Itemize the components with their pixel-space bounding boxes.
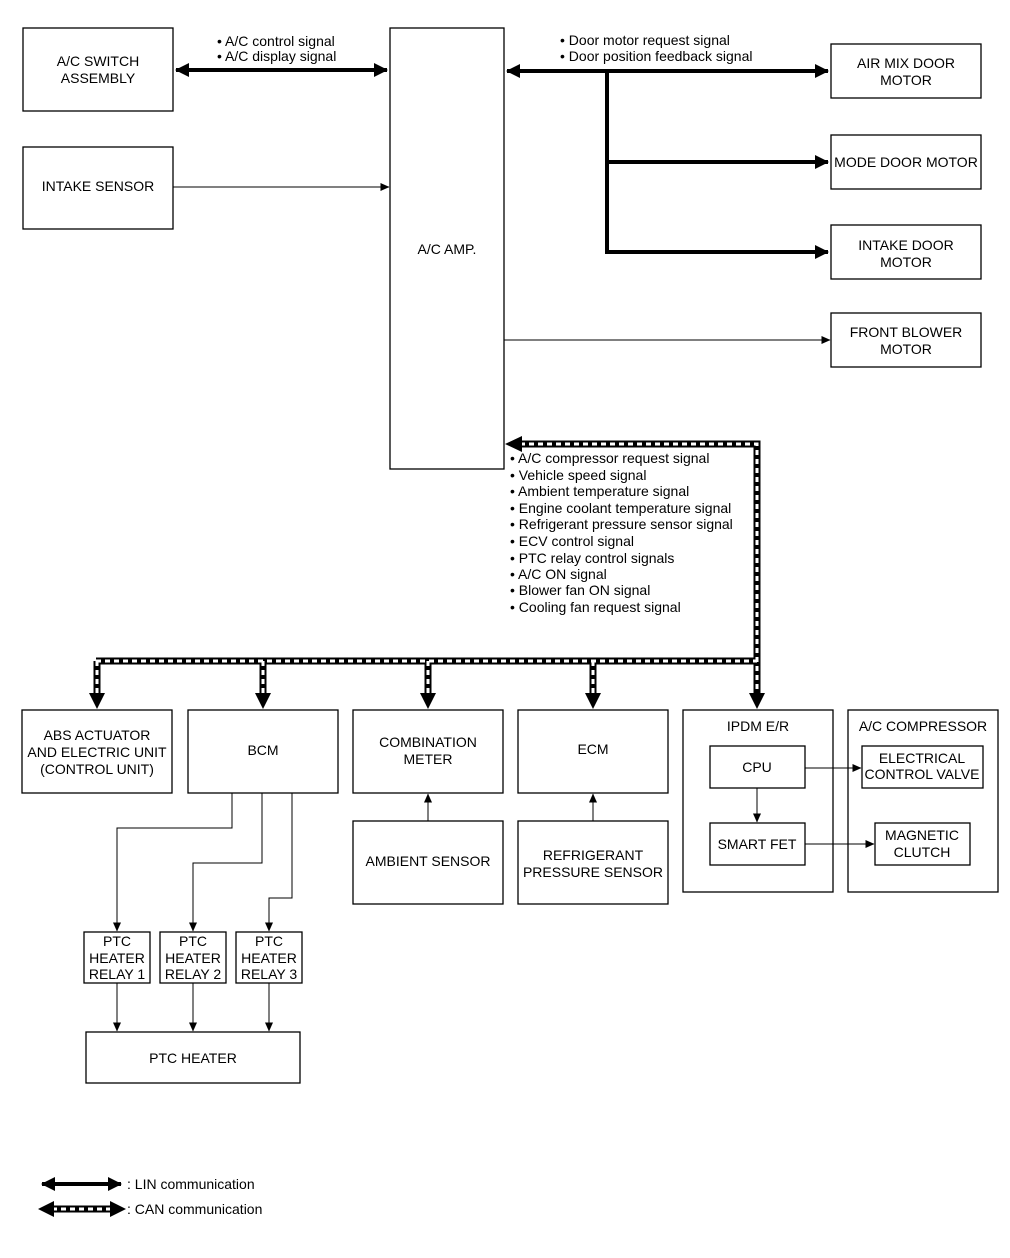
svg-text:A/C AMP.: A/C AMP. bbox=[418, 241, 477, 257]
svg-text:• A/C display signal: • A/C display signal bbox=[217, 48, 336, 64]
line-bcm-relay-3 bbox=[265, 793, 293, 932]
cpu-block: CPU bbox=[709, 745, 806, 789]
line-bcm-relay-1 bbox=[113, 793, 233, 932]
svg-text:• Refrigerant pressure sensor: • Refrigerant pressure sensor signal bbox=[510, 516, 733, 532]
svg-text:• A/C control signal: • A/C control signal bbox=[217, 33, 335, 49]
ecm-block: ECM bbox=[517, 709, 669, 794]
legend-can-symbol bbox=[38, 1201, 126, 1217]
signals-amp-door-motors: • Door motor request signal • Door posit… bbox=[560, 32, 752, 64]
svg-text:SMART FET: SMART FET bbox=[718, 836, 797, 852]
intake-sensor-block: INTAKE SENSOR bbox=[22, 146, 174, 230]
svg-text:• Ambient temperature signal: • Ambient temperature signal bbox=[510, 483, 689, 499]
can-bus bbox=[89, 436, 765, 709]
svg-text:• ECV control signal: • ECV control signal bbox=[510, 533, 634, 549]
svg-text:• Blower fan ON signal: • Blower fan ON signal bbox=[510, 582, 650, 598]
svg-text:• Door motor request signal: • Door motor request signal bbox=[560, 32, 730, 48]
svg-text:• Cooling fan request signal: • Cooling fan request signal bbox=[510, 599, 681, 615]
can-arrow-to-amp bbox=[505, 436, 522, 452]
legend-lin-label: : LIN communication bbox=[127, 1176, 255, 1192]
ac-amp-block: A/C AMP. bbox=[389, 27, 505, 470]
can-arrow-to-ipdm bbox=[749, 693, 765, 709]
svg-text:ECM: ECM bbox=[577, 741, 608, 757]
smart-fet-block: SMART FET bbox=[709, 822, 806, 866]
svg-text:AMBIENT SENSOR: AMBIENT SENSOR bbox=[366, 853, 491, 869]
svg-text:BCM: BCM bbox=[247, 742, 278, 758]
svg-text:IPDM E/R: IPDM E/R bbox=[727, 718, 789, 734]
ambient-sensor-block: AMBIENT SENSOR bbox=[352, 820, 504, 905]
signals-can-list: • A/C compressor request signal • Vehicl… bbox=[510, 450, 733, 615]
legend-can-label: : CAN communication bbox=[127, 1201, 262, 1217]
svg-text:• Vehicle speed signal: • Vehicle speed signal bbox=[510, 467, 646, 483]
svg-text:PTC HEATER: PTC HEATER bbox=[149, 1050, 237, 1066]
line-bcm-relay-2 bbox=[189, 793, 263, 932]
svg-text:A/C COMPRESSOR: A/C COMPRESSOR bbox=[859, 718, 987, 734]
svg-text:• A/C compressor request signa: • A/C compressor request signal bbox=[510, 450, 709, 466]
svg-text:• PTC relay control signals: • PTC relay control signals bbox=[510, 550, 674, 566]
mode-door-motor-block: MODE DOOR MOTOR bbox=[830, 134, 982, 190]
can-arrow-to-bcm bbox=[255, 693, 271, 709]
ptc-heater-block: PTC HEATER bbox=[85, 1031, 301, 1084]
can-arrow-to-meter bbox=[420, 693, 436, 709]
can-arrow-to-ecm bbox=[585, 693, 601, 709]
bcm-block: BCM bbox=[187, 709, 339, 794]
svg-text:MODE DOOR MOTOR: MODE DOOR MOTOR bbox=[834, 154, 978, 170]
signals-switch-amp: • A/C control signal • A/C display signa… bbox=[217, 33, 336, 64]
svg-text:• A/C ON signal: • A/C ON signal bbox=[510, 566, 607, 582]
svg-text:INTAKE SENSOR: INTAKE SENSOR bbox=[42, 178, 155, 194]
svg-text:• Engine coolant temperature s: • Engine coolant temperature signal bbox=[510, 500, 731, 516]
svg-text:• Door position feedback signa: • Door position feedback signal bbox=[560, 48, 752, 64]
legend: : LIN communication : CAN communication bbox=[38, 1176, 262, 1217]
can-arrow-to-abs bbox=[89, 693, 105, 709]
svg-text:CPU: CPU bbox=[742, 759, 772, 775]
